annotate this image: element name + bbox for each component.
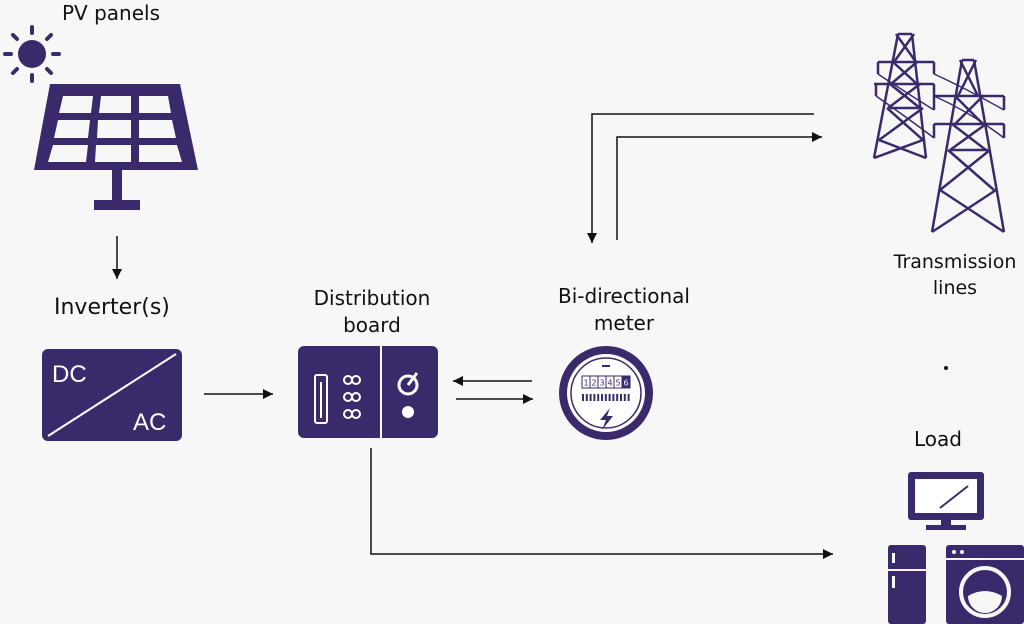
label-bi-directional-meter: Bi-directional meter <box>524 283 724 337</box>
inverter-ac-text: AC <box>133 409 166 436</box>
label-distribution-board: Distribution board <box>292 285 452 339</box>
indicator-light <box>402 406 414 418</box>
solar-panel-cells <box>48 96 182 162</box>
fridge-icon <box>888 545 926 624</box>
meter-ticks <box>582 394 630 401</box>
label-distribution-line2: board <box>343 313 401 337</box>
meter-digit-cell <box>621 375 631 389</box>
knob-icon <box>397 374 419 396</box>
arrow-board-to-load <box>370 448 833 559</box>
transmission-tower-icon <box>872 32 1006 234</box>
arrow-meter-to-grid <box>616 132 822 240</box>
arrow-grid-to-meter <box>587 113 814 243</box>
label-transmission-lines: Transmission lines <box>886 250 1024 301</box>
washing-machine-icon <box>946 545 1024 624</box>
lightning-icon <box>600 408 613 430</box>
label-pv-panels: PV panels <box>62 1 161 25</box>
monitor-icon <box>908 472 984 530</box>
thermometer-icon <box>314 374 328 424</box>
dot-marker <box>944 366 948 370</box>
inverter-icon: DC AC <box>42 349 182 441</box>
meter-digit: 1 <box>583 379 588 388</box>
label-transmission-line1: Transmission <box>893 251 1017 273</box>
label-meter-line2: meter <box>593 311 655 335</box>
label-distribution-line1: Distribution <box>313 286 431 310</box>
tower-back <box>872 32 936 160</box>
label-inverter: Inverter(s) <box>54 295 170 320</box>
label-meter-line1: Bi-directional <box>558 284 690 308</box>
meter-digit: 6 <box>623 379 628 388</box>
meter-digit: 5 <box>615 379 620 388</box>
sun-icon <box>3 25 61 83</box>
switch-group <box>343 375 361 419</box>
inverter-dc-text: DC <box>52 361 87 388</box>
meter-digit: 3 <box>599 379 604 388</box>
meter-digit: 4 <box>607 379 612 388</box>
meter-digit: 2 <box>591 379 596 388</box>
solar-panel-icon <box>34 84 198 210</box>
label-transmission-line2: lines <box>932 276 978 299</box>
distribution-board-icon <box>298 346 438 438</box>
label-load: Load <box>914 427 962 451</box>
tower-front <box>930 58 1006 234</box>
